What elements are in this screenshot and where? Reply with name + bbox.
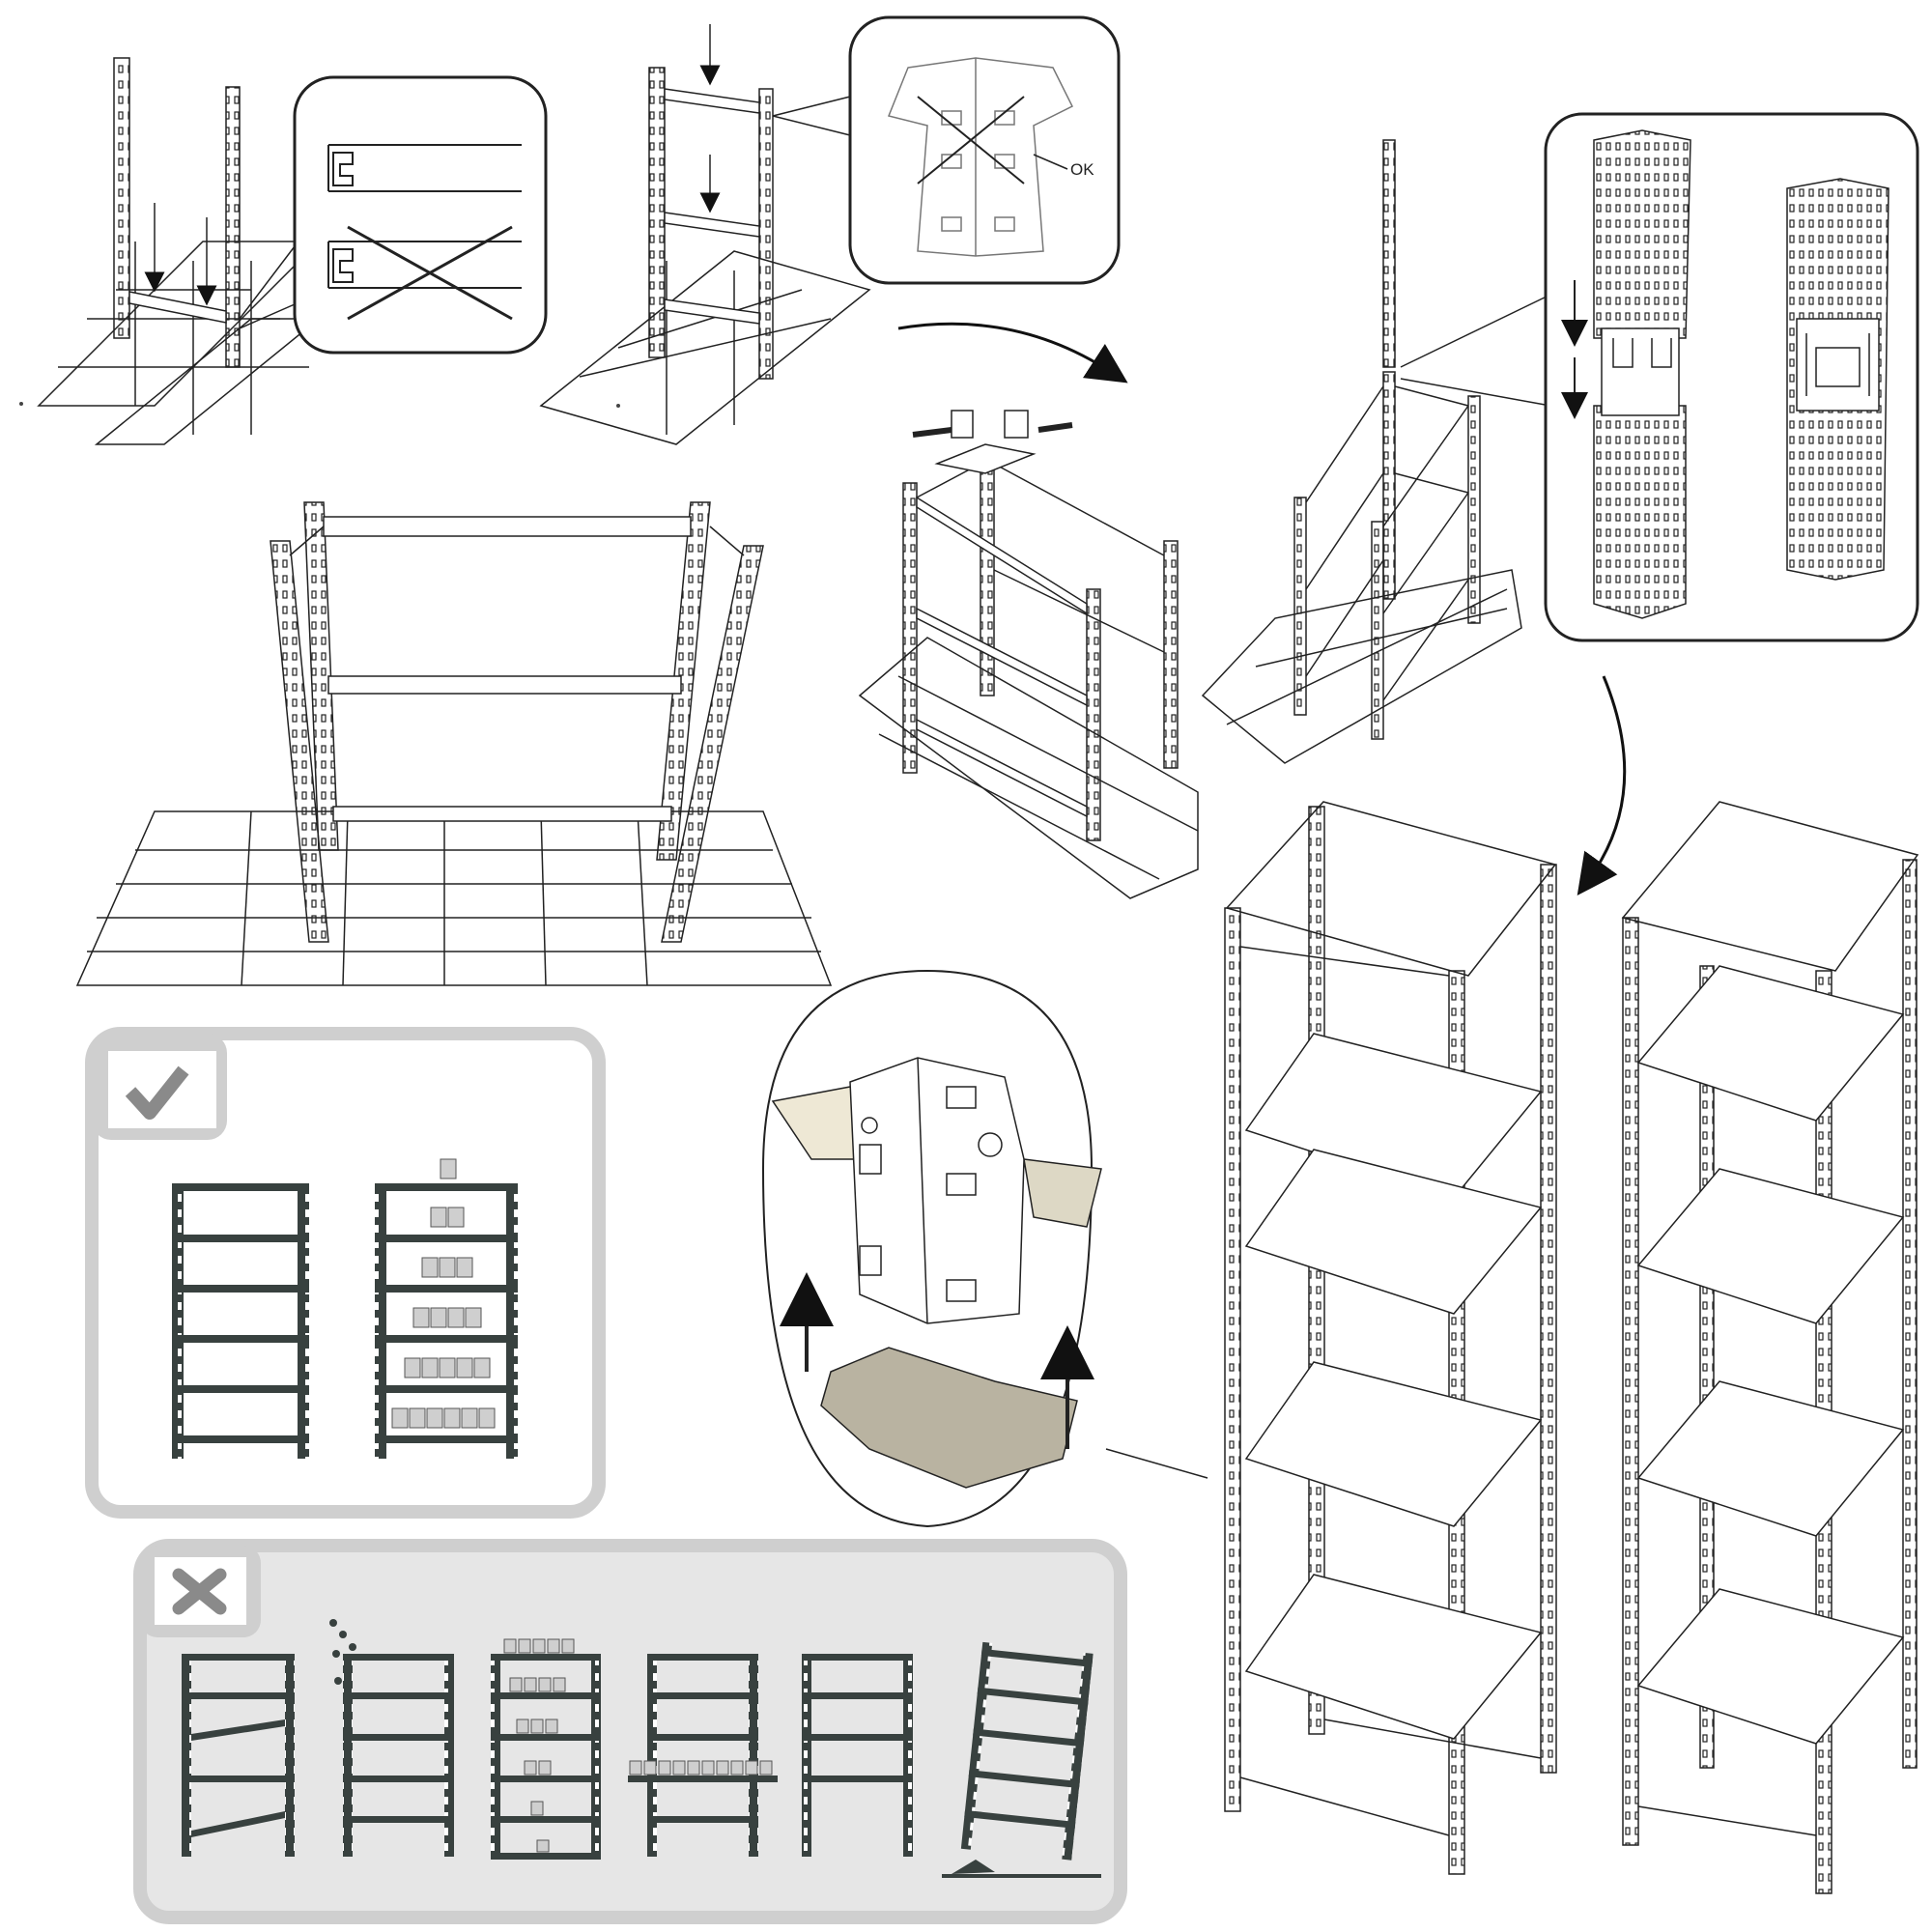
upright xyxy=(1467,395,1481,624)
top-heavy-shelf-unit xyxy=(491,1638,601,1860)
upright xyxy=(1699,965,1715,1769)
empty-shelf-unit xyxy=(172,1183,309,1459)
upright xyxy=(1163,540,1179,769)
floor-tiles xyxy=(539,250,871,445)
beam-bottom xyxy=(664,298,760,325)
upright-lower xyxy=(1593,405,1687,619)
upright-left xyxy=(113,57,130,339)
upright-upper xyxy=(1593,129,1691,339)
upright xyxy=(980,448,995,696)
floor-debris xyxy=(952,1860,995,1874)
upright-right xyxy=(758,88,774,380)
upright xyxy=(1371,521,1384,740)
wood-block xyxy=(934,443,1037,474)
beam-middle xyxy=(664,212,760,238)
finished-shelf-unit xyxy=(1621,801,1919,1894)
upright xyxy=(1540,864,1557,1774)
upright-left xyxy=(648,67,666,358)
loaded-shelf-unit xyxy=(375,1158,518,1459)
curved-arrow xyxy=(1577,675,1627,896)
upright xyxy=(270,540,329,943)
extension-upright xyxy=(1382,139,1396,368)
floor-tiles xyxy=(37,241,322,445)
tilted-shelf-unit xyxy=(960,1641,1094,1861)
upright xyxy=(661,545,764,943)
step-1-uprights-with-beam xyxy=(37,57,322,445)
step-2-side-frame xyxy=(539,24,871,445)
callout-upright-ok: OK xyxy=(848,15,1121,285)
wet-shelf-unit xyxy=(329,1619,454,1857)
bent-shelf-unit xyxy=(182,1654,295,1857)
beam-bottom xyxy=(332,806,672,822)
shelf-panel xyxy=(1244,1149,1543,1315)
weight-icon xyxy=(629,1760,773,1776)
curved-arrow xyxy=(897,322,1128,384)
upright xyxy=(656,501,711,861)
mallet-icon xyxy=(1004,410,1073,439)
step-5-extension-frame xyxy=(1201,139,1551,764)
beam-middle xyxy=(327,675,682,695)
shelf-panel xyxy=(1636,1588,1905,1745)
upright xyxy=(1086,588,1101,841)
upright xyxy=(1293,497,1307,716)
ok-label: OK xyxy=(1070,160,1094,179)
upright xyxy=(1224,907,1241,1812)
shelf-panel xyxy=(1636,1168,1905,1324)
checkmark-icon xyxy=(125,1065,189,1120)
bracket-tab-right xyxy=(1023,1158,1102,1228)
overhanging-load-shelf-unit xyxy=(628,1654,778,1857)
floor-tiles xyxy=(75,810,833,986)
beam-top xyxy=(664,88,760,114)
shelf-panel xyxy=(1636,965,1905,1122)
upright xyxy=(1382,371,1396,600)
mallet-icon xyxy=(912,410,974,439)
weight-icon xyxy=(503,1638,575,1853)
bad-usage-panel xyxy=(133,1539,1127,1924)
shelf-panel xyxy=(1636,1380,1905,1537)
cross-icon xyxy=(172,1568,227,1615)
upright xyxy=(902,482,918,774)
step-3-frame-assembly xyxy=(75,501,833,986)
callout-beam-orientation xyxy=(293,75,548,355)
missing-shelves-unit xyxy=(802,1654,913,1857)
upright-corner xyxy=(849,1057,1025,1324)
shelf-panel xyxy=(1244,1574,1543,1740)
callout-upright-joining xyxy=(1544,112,1919,642)
finished-shelf-frame xyxy=(1224,801,1557,1875)
upright xyxy=(1902,859,1918,1769)
joining-sleeve xyxy=(1601,327,1680,416)
plastic-foot xyxy=(820,1347,1078,1489)
callout-foot-cap xyxy=(761,969,1208,1528)
beam-top xyxy=(323,516,692,537)
upright xyxy=(1622,917,1639,1846)
water-drop-icon xyxy=(329,1619,356,1685)
upright xyxy=(303,501,339,851)
weight-icon xyxy=(391,1158,496,1429)
good-usage-panel xyxy=(85,1027,606,1519)
shelf-panel xyxy=(1244,1361,1543,1527)
beam xyxy=(128,291,227,324)
upright-right xyxy=(225,86,241,368)
step-4-frame-with-mallets xyxy=(858,410,1199,899)
